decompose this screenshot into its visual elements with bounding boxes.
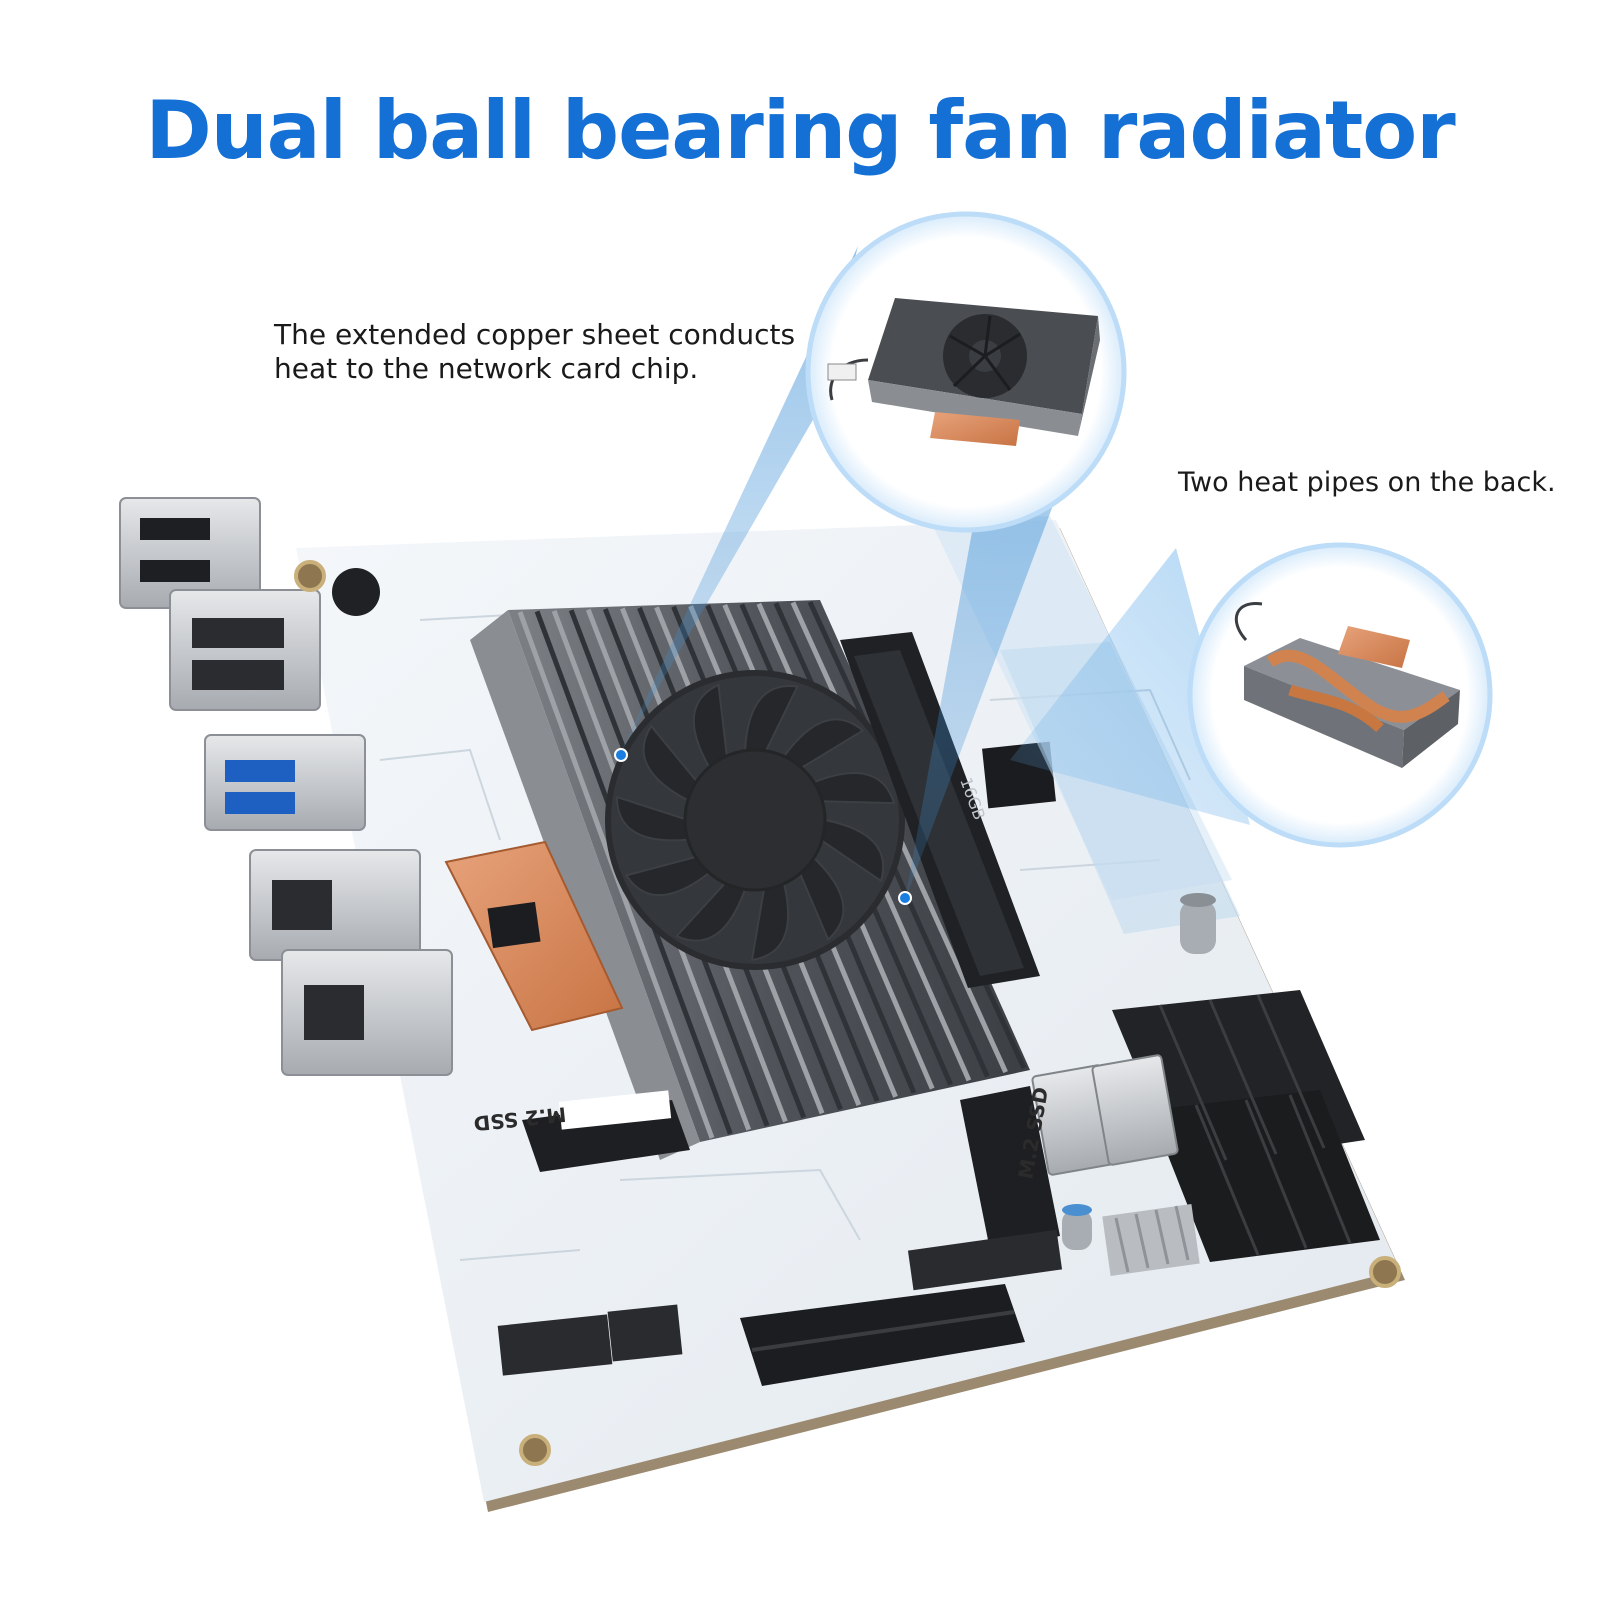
fan-blade xyxy=(798,856,845,942)
page-title: Dual ball bearing fan radiator xyxy=(145,84,1455,177)
fan-blade xyxy=(820,818,885,883)
fan-blade xyxy=(675,882,747,942)
heat-pipe-2 xyxy=(1288,684,1384,733)
pcie-slot xyxy=(740,1284,1025,1386)
mount-hole-1 xyxy=(294,560,326,592)
rear-io-ports xyxy=(119,497,453,1076)
capacitor xyxy=(1180,893,1216,954)
hdmi-port xyxy=(169,589,321,711)
copper-callout-line-1: The extended copper sheet conducts xyxy=(274,318,796,351)
usb3-port xyxy=(204,734,366,831)
copper-sheet xyxy=(444,840,624,1032)
fan-blade xyxy=(642,724,698,802)
sata-ports xyxy=(1112,990,1380,1262)
callout-beam-left-2 xyxy=(905,380,1100,900)
front-panel-headers xyxy=(497,1229,1063,1376)
fan-blades xyxy=(615,683,896,962)
callout-point-1 xyxy=(614,748,628,762)
fan-blade xyxy=(692,683,728,769)
heat-pipes-callout: Two heat pipes on the back. xyxy=(1178,467,1556,498)
m2-slot-left: M.2 SSD xyxy=(473,1090,690,1172)
copper-callout-line-2: heat to the network card chip. xyxy=(274,352,699,385)
callout-beam-right xyxy=(1010,548,1250,825)
heat-pipe-1 xyxy=(1266,649,1450,723)
copper-sheet-callout: The extended copper sheet conducts heat … xyxy=(274,318,795,386)
fan-blade xyxy=(812,772,896,805)
fan-blade xyxy=(750,882,790,962)
buzzer xyxy=(332,568,380,616)
mount-hole-3 xyxy=(1369,1256,1401,1288)
callout-circle-heatpipes xyxy=(1187,542,1493,848)
fan-blade xyxy=(624,855,711,897)
cooling-fan xyxy=(605,670,905,970)
ethernet-port-2 xyxy=(281,949,453,1076)
capacitor-2 xyxy=(1062,1204,1092,1250)
mini-heatsink xyxy=(868,298,1100,436)
cpu-heatsink xyxy=(470,600,1030,1160)
so-dimm-slot: 16GB xyxy=(840,632,1040,988)
chipset-heatsink xyxy=(1102,1204,1200,1276)
fan-blade xyxy=(743,685,799,752)
ethernet-port-1 xyxy=(249,849,421,961)
callout-point-2 xyxy=(898,891,912,905)
internal-usb-ports xyxy=(1031,1054,1179,1176)
fan-blade xyxy=(615,795,689,842)
usb-port-stack-1 xyxy=(119,497,261,609)
copper-plate xyxy=(1338,626,1410,668)
callout-beam-left-1 xyxy=(620,246,858,754)
mount-hole-2 xyxy=(519,1434,551,1466)
callout-circle-fan xyxy=(805,211,1127,533)
fan-blade xyxy=(782,718,865,769)
mini-copper-tab xyxy=(930,412,1020,446)
